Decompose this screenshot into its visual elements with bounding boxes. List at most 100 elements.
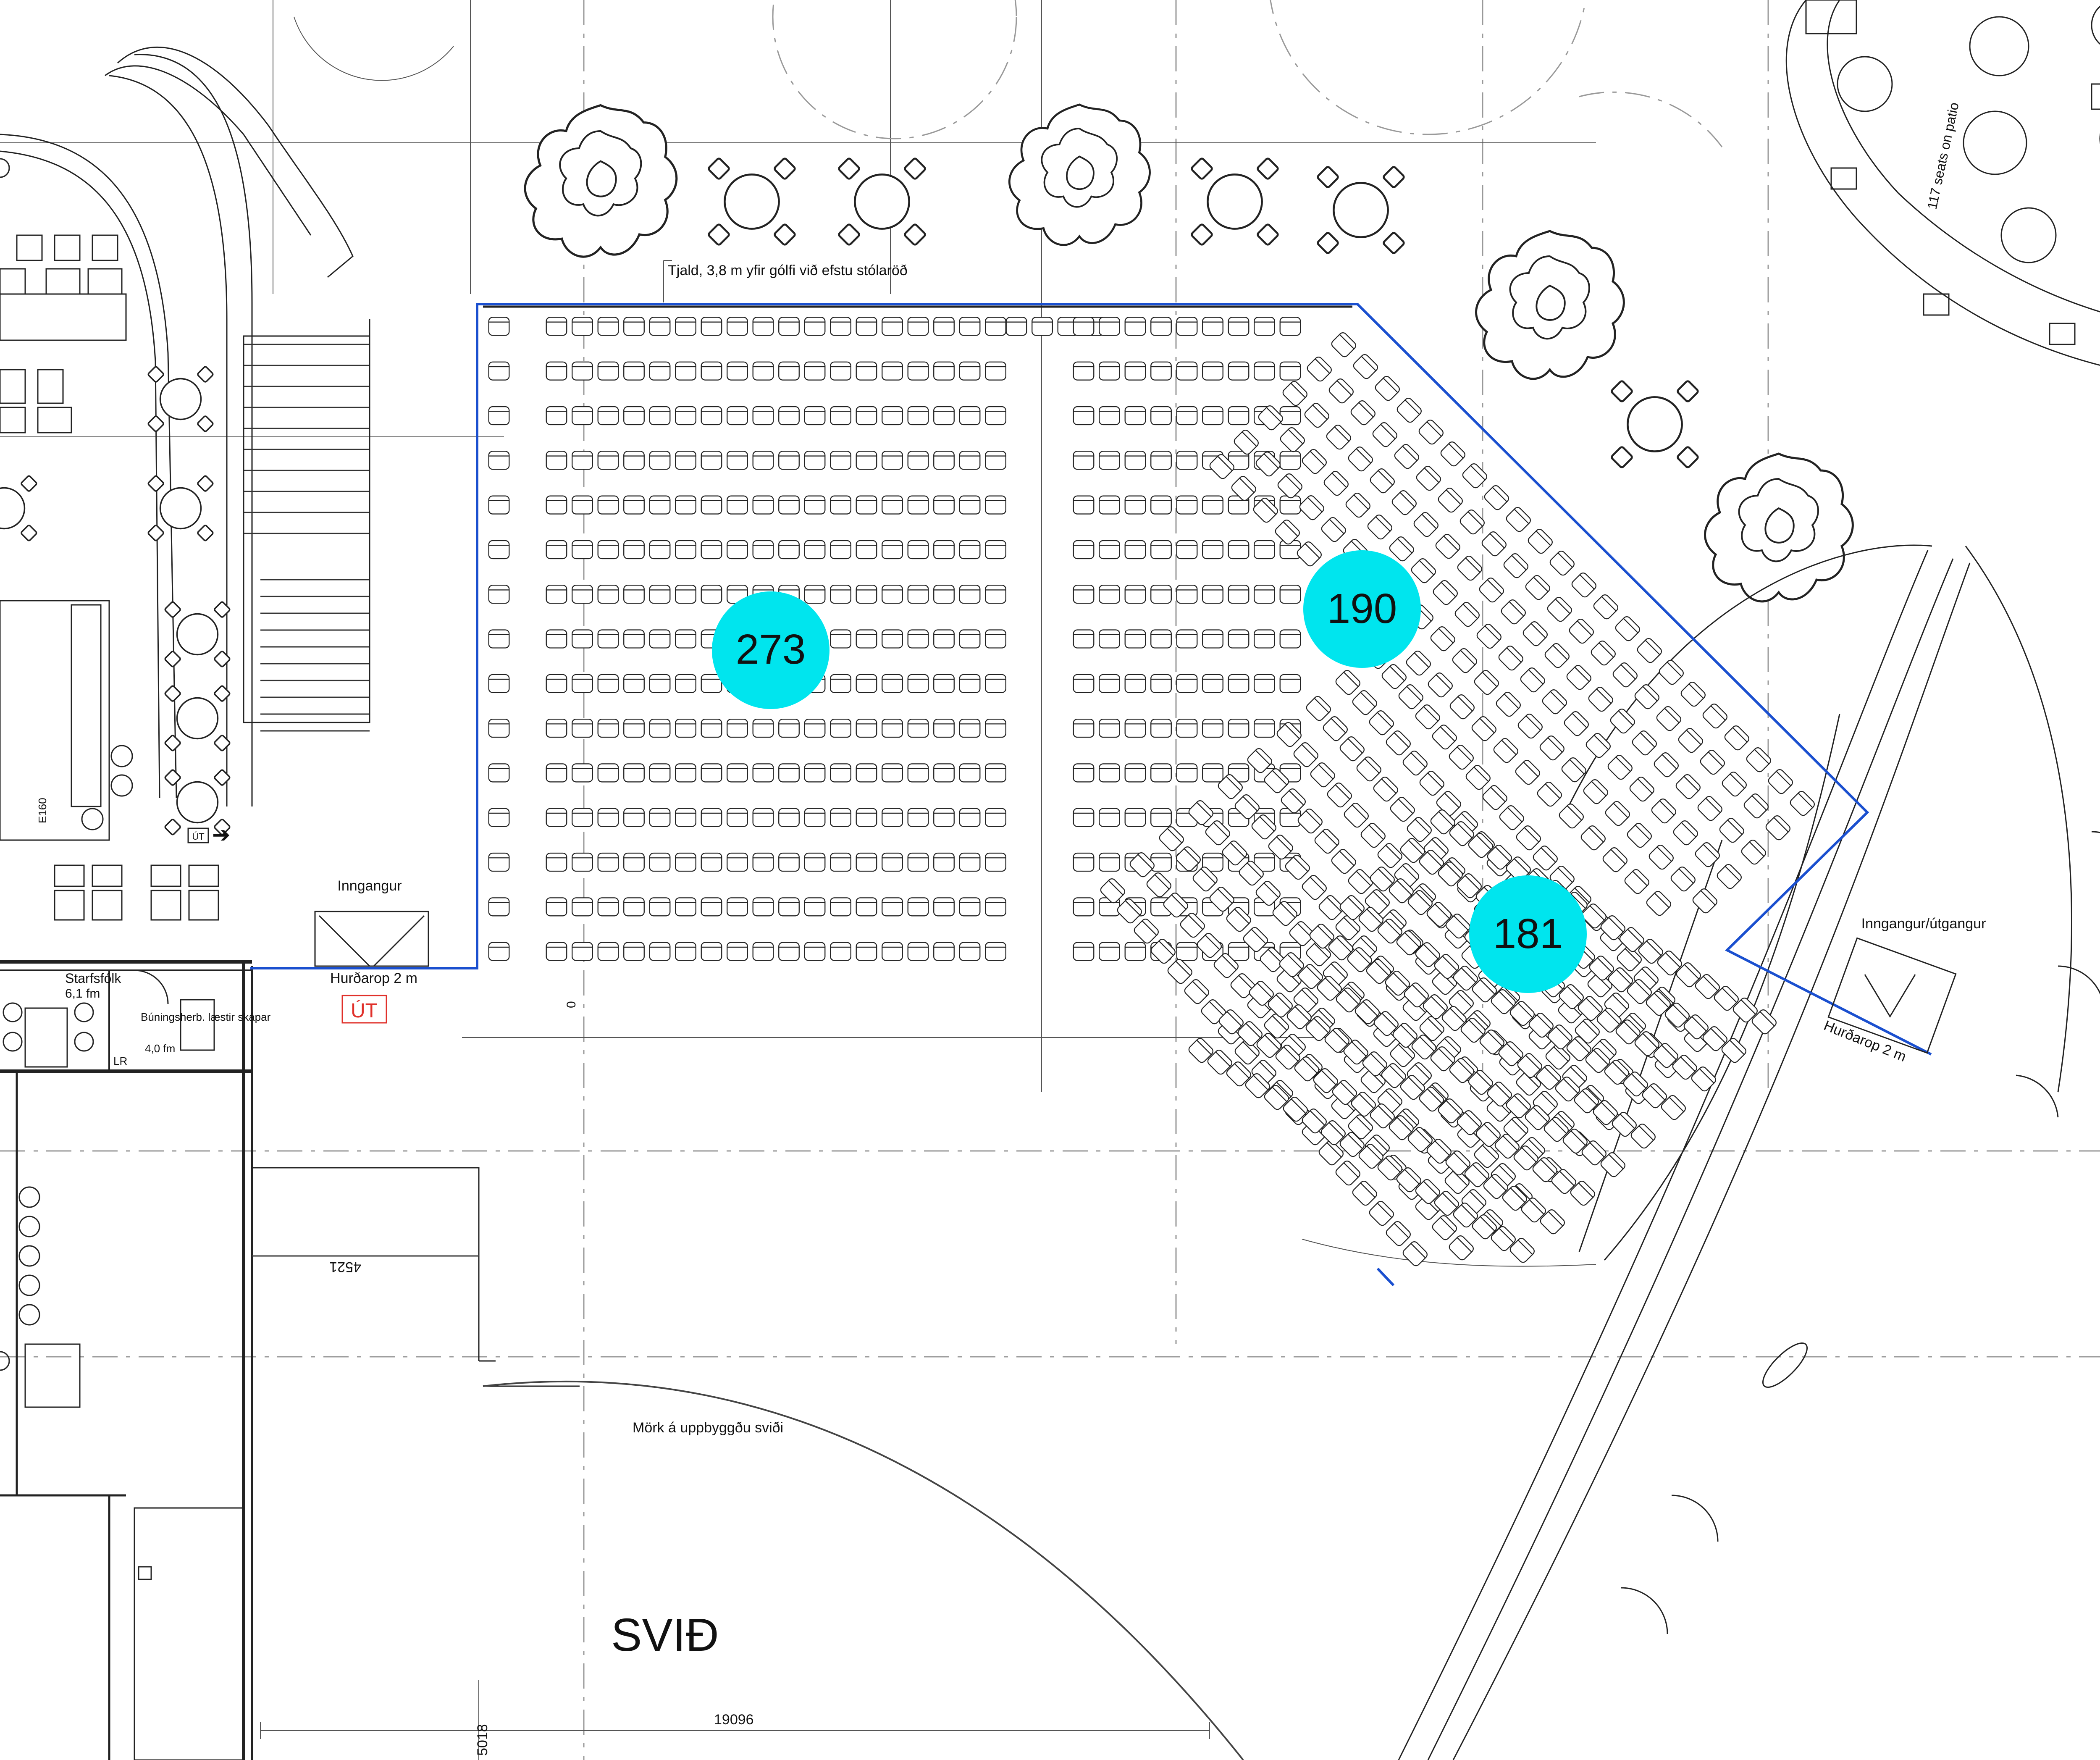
- seat-icon: [1584, 731, 1612, 760]
- seat-icon: [1099, 540, 1120, 560]
- seat-icon: [1518, 666, 1547, 694]
- seat-icon: [1099, 852, 1120, 872]
- seat-icon: [778, 451, 800, 470]
- seat-icon: [623, 808, 645, 827]
- seat-icon: [933, 808, 955, 827]
- seat-icon: [623, 585, 645, 604]
- seat-icon: [959, 540, 981, 560]
- seat-icon: [1628, 775, 1656, 804]
- seat-icon: [1279, 629, 1301, 649]
- section-badge-circle: [1469, 875, 1587, 993]
- seat-icon: [1124, 808, 1146, 827]
- seat-icon: [1099, 361, 1120, 381]
- seat-icon: [933, 451, 955, 470]
- left-entrance-door[interactable]: [314, 911, 429, 967]
- seat-icon: [572, 540, 593, 560]
- top-circles: [294, 0, 1723, 147]
- seat-icon: [1344, 491, 1372, 520]
- seat-icon: [1591, 593, 1620, 621]
- seat-icon: [675, 674, 696, 693]
- entrance-right-label: Inngangur/útgangur: [1861, 916, 1986, 932]
- seat-icon: [1032, 317, 1053, 336]
- seat-icon: [649, 897, 671, 917]
- seat-icon: [882, 808, 903, 827]
- seat-icon: [1696, 794, 1724, 823]
- seat-icon: [1671, 819, 1700, 847]
- seat-icon: [1470, 715, 1498, 743]
- seat-icon: [1401, 749, 1429, 778]
- seat-icon: [701, 495, 722, 515]
- seat-icon: [488, 942, 510, 961]
- seat-icon: [1482, 483, 1511, 512]
- seat-icon: [1633, 683, 1661, 711]
- seat-icon: [1150, 629, 1172, 649]
- right-entrance-door[interactable]: [1827, 937, 1957, 1054]
- seat-icon: [1254, 540, 1275, 560]
- seat-icon: [546, 585, 567, 604]
- seat-icon: [1365, 513, 1394, 541]
- seat-icon: [1073, 406, 1095, 426]
- seat-icon: [1354, 755, 1383, 783]
- seat-icon: [546, 763, 567, 783]
- seat-icon: [623, 451, 645, 470]
- stair-treads: [244, 344, 370, 732]
- staff-area-label: 6,1 fm: [65, 987, 100, 1001]
- seat-icon: [488, 540, 510, 560]
- seat-icon: [1611, 661, 1639, 689]
- seat-icon: [804, 495, 826, 515]
- seat-icon: [675, 897, 696, 917]
- seat-icon: [907, 942, 929, 961]
- seat-icon: [727, 852, 748, 872]
- seat-icon: [623, 317, 645, 336]
- seat-icon: [778, 942, 800, 961]
- seat-icon: [1548, 549, 1576, 578]
- seat-icon: [882, 317, 903, 336]
- seat-icon: [1300, 873, 1328, 902]
- seat-icon: [649, 629, 671, 649]
- seat-icon: [649, 718, 671, 738]
- seat-icon: [572, 808, 593, 827]
- seat-icon: [701, 897, 722, 917]
- seat-icon: [546, 852, 567, 872]
- table-icon: [0, 474, 38, 542]
- seat-icon: [727, 406, 748, 426]
- seat-icon: [830, 852, 851, 872]
- seating-boundary: [250, 303, 1932, 1056]
- seat-icon: [623, 629, 645, 649]
- seat-icon: [882, 406, 903, 426]
- seat-icon: [1202, 540, 1223, 560]
- exit-small-text: ÚT: [192, 831, 204, 842]
- seat-icon: [546, 718, 567, 738]
- seat-icon: [572, 406, 593, 426]
- seat-icon: [933, 317, 955, 336]
- seat-icon: [597, 942, 619, 961]
- seat-icon: [546, 540, 567, 560]
- seat-icon: [597, 852, 619, 872]
- seat-icon: [1453, 600, 1481, 629]
- seat-icon: [1073, 718, 1095, 738]
- seat-icon: [933, 674, 955, 693]
- seat-icon: [1606, 753, 1634, 782]
- seat-icon: [597, 540, 619, 560]
- seat-icon: [985, 674, 1006, 693]
- seat-icon: [1622, 867, 1651, 896]
- seat-icon: [985, 629, 1006, 649]
- seat-icon: [933, 942, 955, 961]
- seat-icon: [830, 495, 851, 515]
- seat-icon: [985, 942, 1006, 961]
- seat-icon: [856, 674, 877, 693]
- seat-icon: [933, 629, 955, 649]
- seat-icon: [597, 451, 619, 470]
- patio-seats-label: 117 seats on patio: [1924, 101, 1962, 210]
- seat-icon: [675, 540, 696, 560]
- seat-icon: [1448, 693, 1476, 721]
- locker-room-label: Búningsherb. læstir skápar: [141, 1011, 271, 1023]
- seat-icon: [488, 674, 510, 693]
- seat-icon: [804, 451, 826, 470]
- seat-icon: [1073, 540, 1095, 560]
- seat-icon: [1567, 617, 1596, 646]
- seat-icon: [778, 361, 800, 381]
- seat-icon: [1099, 763, 1120, 783]
- seat-icon: [649, 540, 671, 560]
- seat-icon: [985, 495, 1006, 515]
